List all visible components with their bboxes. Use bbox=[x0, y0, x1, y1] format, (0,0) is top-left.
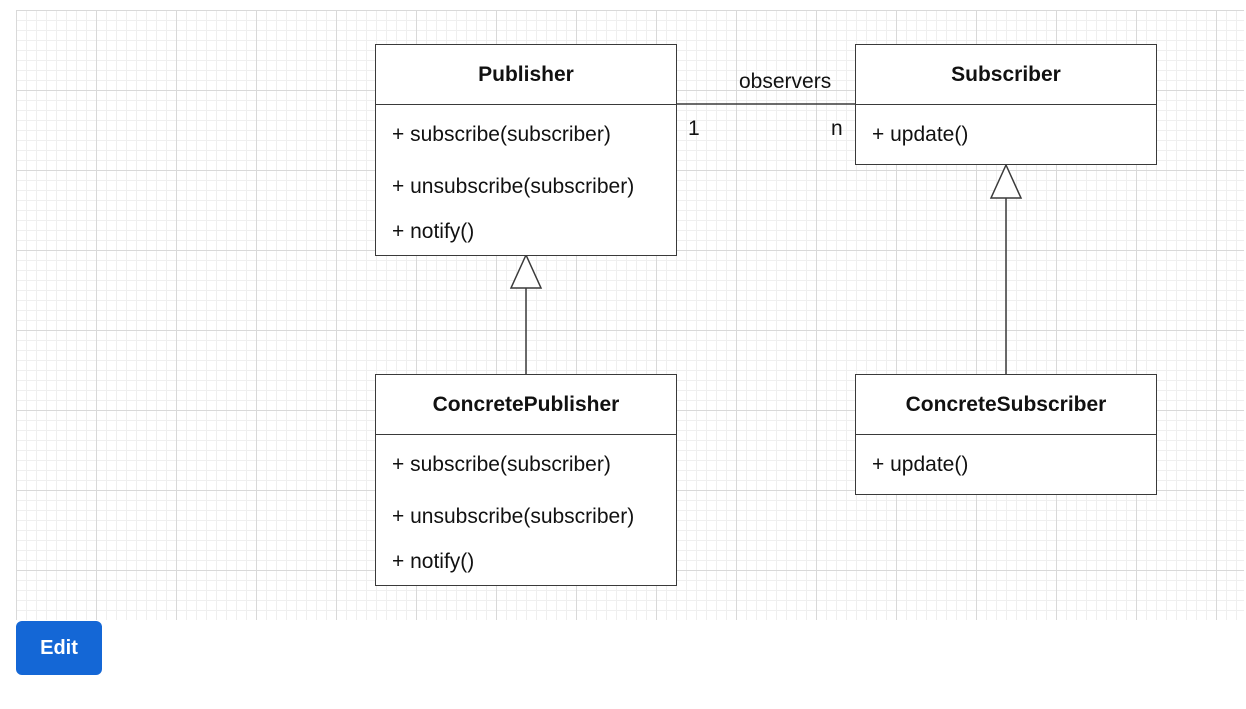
class-method: + update() bbox=[872, 123, 969, 146]
class-method: + notify() bbox=[392, 550, 475, 573]
generalization-arrowhead-publisher bbox=[509, 253, 543, 289]
class-concrete-publisher[interactable]: ConcretePublisher + subscribe(subscriber… bbox=[375, 374, 677, 586]
source-multiplicity-label: 1 bbox=[688, 117, 700, 140]
class-method: + subscribe(subscriber) bbox=[392, 123, 611, 146]
class-method: + update() bbox=[872, 453, 969, 476]
class-subscriber[interactable]: Subscriber + update() bbox=[855, 44, 1157, 165]
class-method: + unsubscribe(subscriber) bbox=[392, 505, 635, 528]
target-multiplicity-label: n bbox=[831, 117, 843, 140]
association-role-label: observers bbox=[739, 70, 832, 93]
class-concrete-subscriber[interactable]: ConcreteSubscriber + update() bbox=[855, 374, 1157, 495]
class-name: ConcretePublisher bbox=[376, 375, 676, 435]
class-publisher[interactable]: Publisher + subscribe(subscriber) + unsu… bbox=[375, 44, 677, 256]
class-method: + subscribe(subscriber) bbox=[392, 453, 611, 476]
generalization-arrowhead-subscriber bbox=[989, 163, 1023, 199]
class-name: ConcreteSubscriber bbox=[856, 375, 1156, 435]
class-name: Publisher bbox=[376, 45, 676, 105]
class-method: + unsubscribe(subscriber) bbox=[392, 175, 635, 198]
class-name: Subscriber bbox=[856, 45, 1156, 105]
class-method: + notify() bbox=[392, 220, 475, 243]
edit-button[interactable]: Edit bbox=[16, 621, 102, 675]
